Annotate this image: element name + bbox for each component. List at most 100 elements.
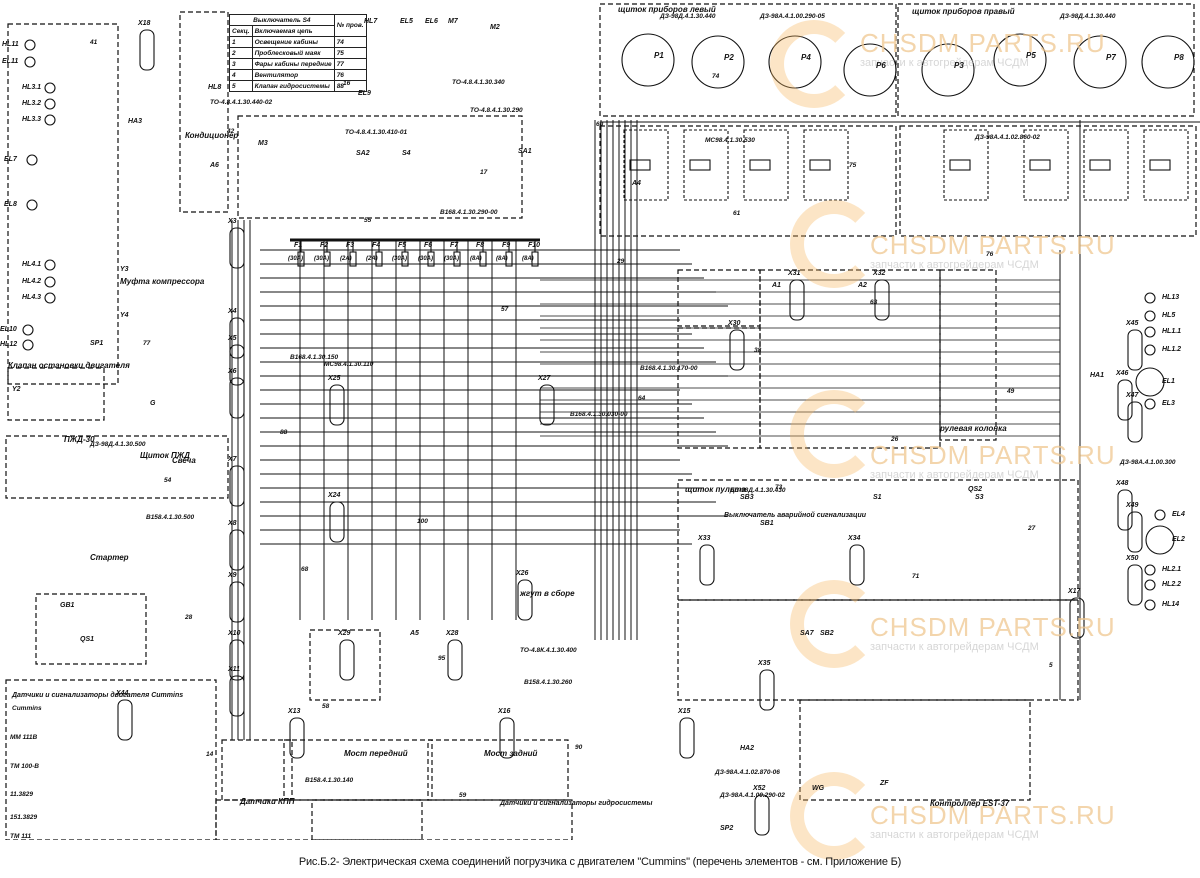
sensor-label: 11.3829: [10, 791, 34, 798]
lamp-icon: [1154, 509, 1166, 521]
lamp-icon: [26, 154, 38, 166]
connector-label: X52: [753, 785, 766, 792]
relay-frame: [683, 129, 729, 201]
compressor-clutch-title: Муфта компрессора: [120, 277, 205, 286]
panel-frame: [7, 23, 119, 385]
wire-number: 28: [185, 614, 193, 621]
engine-stop-valve-title: Клапан остановки двигателя: [8, 361, 130, 370]
connector: [139, 29, 155, 71]
kpp-sensors-title: Датчики КПП: [240, 797, 295, 806]
wire-number: 74: [712, 73, 720, 80]
watermark-logo: [770, 20, 858, 108]
connector: [229, 581, 245, 623]
relay-coil: [749, 159, 771, 171]
wire-number: 76: [986, 251, 994, 258]
part-number-label: ТО-4.8.4.1.30.290: [470, 107, 523, 114]
starter-title: Стартер: [90, 553, 129, 562]
relay-coil: [689, 159, 711, 171]
module-label: SA7: [800, 630, 814, 637]
connector: [1127, 401, 1143, 443]
rear-axle-title: Мост задний: [484, 749, 538, 758]
sensor-label: ТМ 100-В: [10, 763, 39, 770]
module-label: S1: [873, 494, 882, 501]
wire-number: 73: [775, 484, 783, 491]
lamp-icon: [1144, 292, 1156, 304]
module-label: G: [150, 400, 156, 407]
module-label: M3: [258, 140, 268, 147]
panel-frame: [427, 739, 569, 801]
heater-title: ПЖД-30: [64, 435, 95, 444]
lamp-label: EL8: [4, 201, 17, 208]
wire-number: 71: [912, 573, 920, 580]
module-label: A4: [632, 180, 641, 187]
lamp-label: HL14: [1162, 601, 1180, 608]
wire-number: 63: [870, 299, 878, 306]
relay-coil: [1089, 159, 1111, 171]
lamp-icon: [1144, 599, 1156, 611]
connector-label: X27: [538, 375, 551, 382]
connector-label: X34: [848, 535, 861, 542]
connector: [1127, 511, 1143, 553]
lamp-label: EL7: [4, 156, 17, 163]
part-number-label: ДЗ-98А.4.1.00.300: [1120, 459, 1176, 466]
fuse-rating: (30A): [392, 256, 408, 262]
gauge: [621, 33, 675, 87]
lamp-label: HL13: [1162, 294, 1180, 301]
watermark-logo: [790, 200, 878, 288]
wire-bundles: [231, 120, 1200, 740]
module-label: HL8: [208, 84, 222, 91]
lamp-icon: [1144, 326, 1156, 338]
lamp-label: EL3: [1162, 400, 1175, 407]
panel-frame: [237, 115, 523, 219]
part-number-label: ДЗ-98Д.4.1.30.440: [1060, 13, 1116, 20]
sensor-label: ТМ 111: [10, 833, 32, 840]
connector: [539, 384, 555, 426]
gauge-label: P6: [876, 61, 886, 70]
module-label: WG: [812, 785, 825, 792]
connector: [229, 344, 245, 386]
wire-number: 75: [849, 162, 857, 169]
connector: [517, 579, 533, 621]
gauge-label: P4: [801, 53, 811, 62]
part-number-label: ТО-4.8К.4.1.30.400: [520, 647, 577, 654]
panel-frame: [677, 269, 761, 327]
panel-frame: [5, 679, 217, 840]
module-label: Y3: [120, 266, 129, 273]
lamp-label: HL4.1: [22, 261, 42, 268]
gauge: [993, 33, 1047, 87]
connector: [229, 639, 245, 681]
lamp-icon: [24, 56, 36, 68]
connector-label: X45: [1126, 320, 1139, 327]
panel-frame: [599, 125, 897, 237]
connector-label: X4: [228, 308, 237, 315]
connector: [1127, 329, 1143, 371]
watermark-logo: [790, 772, 878, 860]
wire-number: 41: [90, 39, 98, 46]
lamp-icon: [1144, 310, 1156, 322]
fuse-rating: (30A): [314, 256, 330, 262]
part-number-label: ДЗ-98А.4.1.02.870-06: [715, 769, 780, 776]
panel-frame: [35, 593, 147, 665]
connector: [229, 377, 245, 419]
lamp-icon: [24, 39, 36, 51]
connector-label: X24: [328, 492, 341, 499]
lamp-label: EL2: [1172, 536, 1185, 543]
part-number-label: ДЗ-98Д.4.1.30.500: [90, 441, 146, 448]
connector-label: X10: [228, 630, 241, 637]
lamp-label: HL1.1: [1162, 328, 1182, 335]
wire-number: 55: [364, 217, 372, 224]
lamp-label: HL11: [2, 41, 19, 48]
sensor-label: ММ 111В: [10, 734, 38, 741]
connector-label: X3: [228, 218, 237, 225]
lamp-icon: [1144, 579, 1156, 591]
connector: [679, 717, 695, 759]
connector-label: X47: [1126, 392, 1139, 399]
connector-label: X5: [228, 335, 237, 342]
lamp-label: HL3.2: [22, 100, 42, 107]
connector-label: X16: [498, 708, 511, 715]
part-number-label: МС98.4.1.30.530: [705, 137, 755, 144]
